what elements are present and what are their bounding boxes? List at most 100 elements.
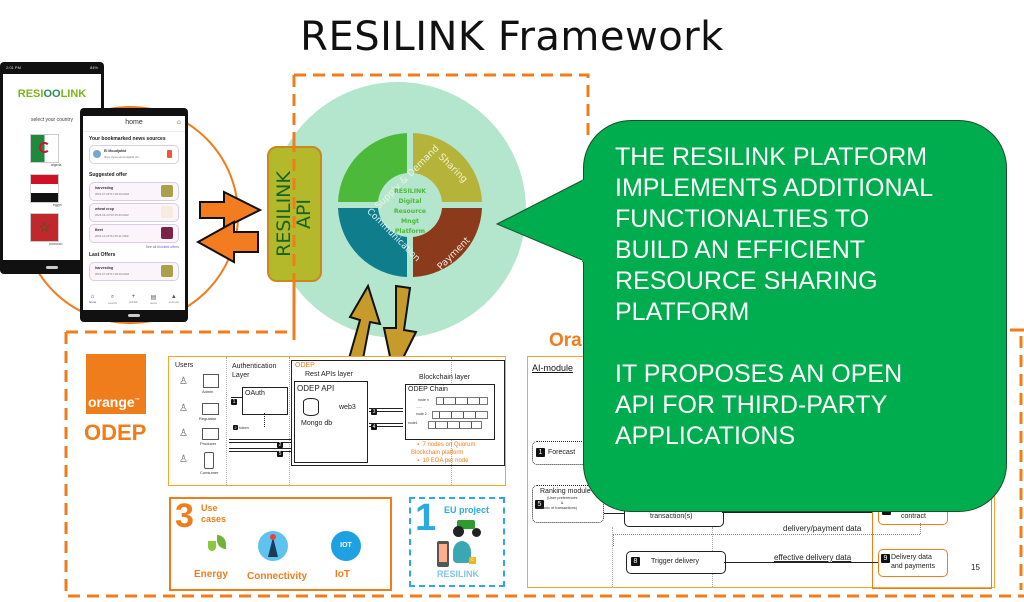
news-source-name: El Moudjahid: [104, 149, 127, 153]
callout-line: RESOURCE SHARING: [615, 267, 878, 295]
home-pill[interactable]: [128, 314, 140, 317]
phone-home-screen: home⌂ Your bookmarked news sources El Mo…: [80, 108, 188, 322]
bottom-nav: ⌂home ⌕search +publish ▤news ▲account: [83, 294, 185, 308]
eu-project-number: 1: [415, 497, 437, 539]
flag-egypt[interactable]: [30, 174, 59, 203]
api-arrows: [195, 190, 263, 264]
flag-morocco[interactable]: ☆: [30, 213, 59, 242]
android-nav-bar: [0, 260, 104, 274]
rest-api-title: Rest APIs layer: [305, 371, 353, 378]
callout-line: API FOR THIRD-PARTY: [615, 391, 888, 419]
effective-delivery-label: effective delivery data: [774, 553, 852, 562]
chain-blocks: [436, 397, 488, 405]
delete-icon[interactable]: [167, 150, 172, 158]
nav-publish[interactable]: +publish: [128, 294, 139, 304]
odep-api-box: ODEP API Mongo db: [294, 381, 368, 463]
delivery-payment-data-label: delivery/payment data: [783, 524, 862, 533]
token-label: 2 token: [233, 425, 249, 430]
odep-box: [291, 360, 505, 466]
user-icon: ♙: [179, 376, 188, 387]
page-number: 15: [971, 563, 980, 572]
callout-line: THE RESILINK PLATFORM: [615, 143, 928, 171]
arrow-to-odep: [229, 439, 291, 443]
news-source-url: https://www.elmoudjahid.dz/...: [104, 155, 141, 159]
callout-line: IMPLEMENTS ADDITIONAL: [615, 174, 934, 202]
user-role: Producer: [200, 441, 217, 446]
laptop-icon: [202, 403, 219, 415]
arrow-down-icon: [382, 284, 418, 380]
ai-module-title: AI-module: [532, 363, 574, 373]
country-label: algeria: [51, 163, 62, 167]
eu-project-name: RESILINK: [437, 569, 480, 579]
computer-icon: [203, 374, 219, 388]
nav-home[interactable]: ⌂home: [88, 294, 97, 304]
step-badge: 1: [231, 399, 237, 405]
effective-delivery-arrow: [724, 562, 878, 563]
arrow-from-odep: [229, 448, 291, 452]
web3-label: web3: [339, 404, 356, 411]
callout-bubble: THE RESILINK PLATFORM IMPLEMENTS ADDITIO…: [583, 120, 1007, 512]
arrow-up-icon: [346, 283, 382, 366]
mongo-label: Mongo db: [301, 420, 333, 427]
nav-search[interactable]: ⌕search: [108, 294, 118, 305]
country-label: egypt: [53, 203, 62, 207]
callout-line: IT PROPOSES AN OPEN: [615, 360, 903, 388]
notification-icon[interactable]: ⌂: [176, 119, 181, 126]
callout-seam: [582, 180, 586, 262]
arrow-from-chain: [369, 423, 403, 427]
crescent-icon: [39, 142, 50, 153]
home-pill[interactable]: [46, 266, 58, 269]
trigger-delivery-box[interactable]: 8 Trigger delivery: [626, 551, 726, 574]
callout-pointer: [495, 177, 588, 263]
user-icon: ♙: [179, 428, 188, 439]
platform-odep-arrows: [346, 283, 418, 380]
odep-box-label: ODEP: [295, 362, 315, 369]
nav-account[interactable]: ▲account: [168, 294, 180, 304]
resilink-logo: RESIOOLINK: [17, 88, 87, 100]
odep-label: ODEP: [84, 420, 147, 445]
producer-screen-icon: [202, 428, 219, 440]
callout-line: FUNCTIONALTIES TO: [615, 205, 870, 233]
bookmarked-title: Your bookmarked news sources: [89, 136, 166, 142]
battery-level: 84%: [89, 65, 98, 70]
segment-sharing[interactable]: [413, 133, 482, 202]
chain-blocks: [432, 411, 488, 419]
user-icon: ♙: [179, 403, 188, 414]
nav-news[interactable]: ▤news: [149, 295, 157, 305]
lower-dashed-frame: [64, 332, 1024, 598]
odep-chain-box: ODEP Chain node n ...... node 2 node1: [405, 384, 495, 440]
badge-icon: c: [469, 557, 476, 564]
upper-dashed-frame: [294, 73, 590, 140]
arrow-right-icon: [199, 190, 263, 230]
farmer-avatar-icon: [453, 541, 471, 563]
segment-supply-demand[interactable]: [338, 133, 407, 202]
flag-algeria[interactable]: [30, 134, 59, 163]
center-line: Resource: [394, 208, 426, 215]
segment-communication[interactable]: [338, 208, 407, 277]
center-line: Mngt: [401, 218, 419, 225]
country-label: morocco: [49, 242, 63, 246]
eu-project-box: 1 EU project c RESILINK: [409, 497, 505, 587]
farmer-icon: [161, 185, 173, 197]
home-header: home⌂: [83, 116, 185, 132]
blockchain-notes: ▪ 7 nodes on Quorum Blockchain platform …: [411, 442, 476, 464]
segment-payment[interactable]: [413, 208, 482, 277]
slide-title: RESILINK Framework: [300, 14, 724, 60]
chain-blocks: [428, 421, 482, 429]
step-badge: 2: [277, 442, 283, 448]
user-icon: ♙: [179, 454, 188, 465]
blockchain-layer-title: Blockchain layer: [419, 374, 470, 381]
user-role: Admin: [202, 389, 214, 394]
see-all-link[interactable]: See all blocked offers: [145, 245, 179, 249]
news-source-card[interactable]: El Moudjahid https://www.elmoudjahid.dz/…: [89, 145, 179, 164]
users-title: Users: [175, 362, 194, 369]
step-badge: 3: [371, 409, 377, 415]
